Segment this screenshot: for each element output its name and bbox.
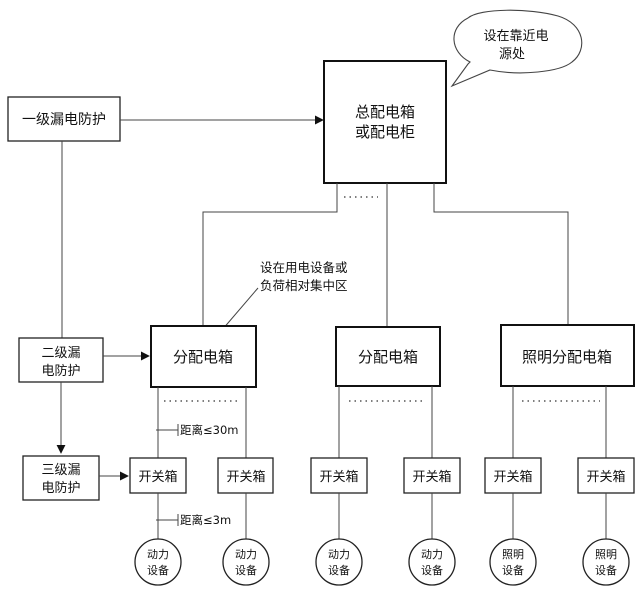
switch-box-5-label: 开关箱 (493, 469, 532, 485)
lighting-dist-box (500, 324, 635, 387)
level1-protection-box (7, 96, 121, 142)
lighting-equipment-2-line1: 照明 (595, 548, 617, 561)
lighting-dist-label: 照明分配电箱 (522, 348, 612, 366)
level3-protection-box (22, 455, 100, 501)
dist-box-1-label: 分配电箱 (173, 348, 233, 366)
dist-box-2-label: 分配电箱 (358, 348, 418, 366)
lighting-equipment-2-line2: 设备 (595, 563, 617, 577)
distance-label-1: 距离≤30m (180, 423, 238, 437)
switch-box-3-label: 开关箱 (319, 469, 358, 485)
power-equipment-2-line1: 动力 (235, 548, 257, 561)
switch-box-1: 开关箱 (129, 457, 187, 494)
level2-protection-box (18, 337, 104, 383)
power-equipment-3: 动力 设备 (315, 538, 363, 586)
power-equipment-1-line2: 设备 (147, 563, 169, 577)
bubble-text-line2: 源处 (499, 47, 525, 62)
dist-note-line1: 设在用电设备或 (260, 260, 348, 275)
power-equipment-4-line2: 设备 (421, 563, 443, 577)
main-box-line1: 总配电箱 (355, 103, 415, 121)
lighting-equipment-1-line1: 照明 (502, 548, 524, 561)
dist-box-2 (335, 326, 441, 387)
bubble-text-line1: 设在靠近电 (483, 29, 548, 44)
bubble-callout-shape (450, 9, 583, 88)
level2-line1: 二级漏 (41, 345, 80, 361)
power-equipment-4: 动力 设备 (408, 538, 456, 586)
switch-box-1-label: 开关箱 (138, 469, 177, 485)
dist-note-line2: 负荷相对集中区 (260, 278, 348, 293)
switch-box-4-label: 开关箱 (412, 469, 451, 485)
power-equipment-1-line1: 动力 (147, 548, 169, 561)
switch-box-6: 开关箱 (577, 457, 635, 494)
power-equipment-3-line1: 动力 (328, 548, 350, 561)
power-equipment-3-line2: 设备 (328, 563, 350, 577)
lighting-equipment-2: 照明 设备 (582, 538, 630, 586)
switch-box-6-label: 开关箱 (586, 469, 625, 485)
main-distribution-box (323, 60, 447, 184)
main-box-line2: 或配电柜 (355, 123, 415, 141)
switch-box-2: 开关箱 (217, 457, 274, 494)
level3-line1: 三级漏 (41, 462, 80, 478)
power-equipment-4-line1: 动力 (421, 548, 443, 561)
lighting-equipment-1: 照明 设备 (489, 538, 537, 586)
level2-line2: 电防护 (41, 363, 80, 379)
power-equipment-2: 动力 设备 (222, 538, 270, 586)
dist-box-1 (150, 325, 257, 388)
distance-label-2: 距离≤3m (180, 513, 231, 527)
dist-note-leader (221, 287, 259, 331)
level1-label: 一级漏电防护 (22, 112, 106, 128)
power-equipment-2-line2: 设备 (235, 563, 257, 577)
level3-line2: 电防护 (41, 480, 80, 496)
power-equipment-1: 动力 设备 (134, 538, 182, 586)
switch-box-5: 开关箱 (484, 457, 542, 494)
switch-box-3: 开关箱 (310, 457, 368, 494)
branch-line-lighting (433, 183, 569, 325)
switch-box-2-label: 开关箱 (226, 469, 265, 485)
switch-box-4: 开关箱 (403, 457, 461, 494)
branch-line-dist1 (202, 183, 338, 326)
lighting-equipment-1-line2: 设备 (502, 563, 524, 577)
